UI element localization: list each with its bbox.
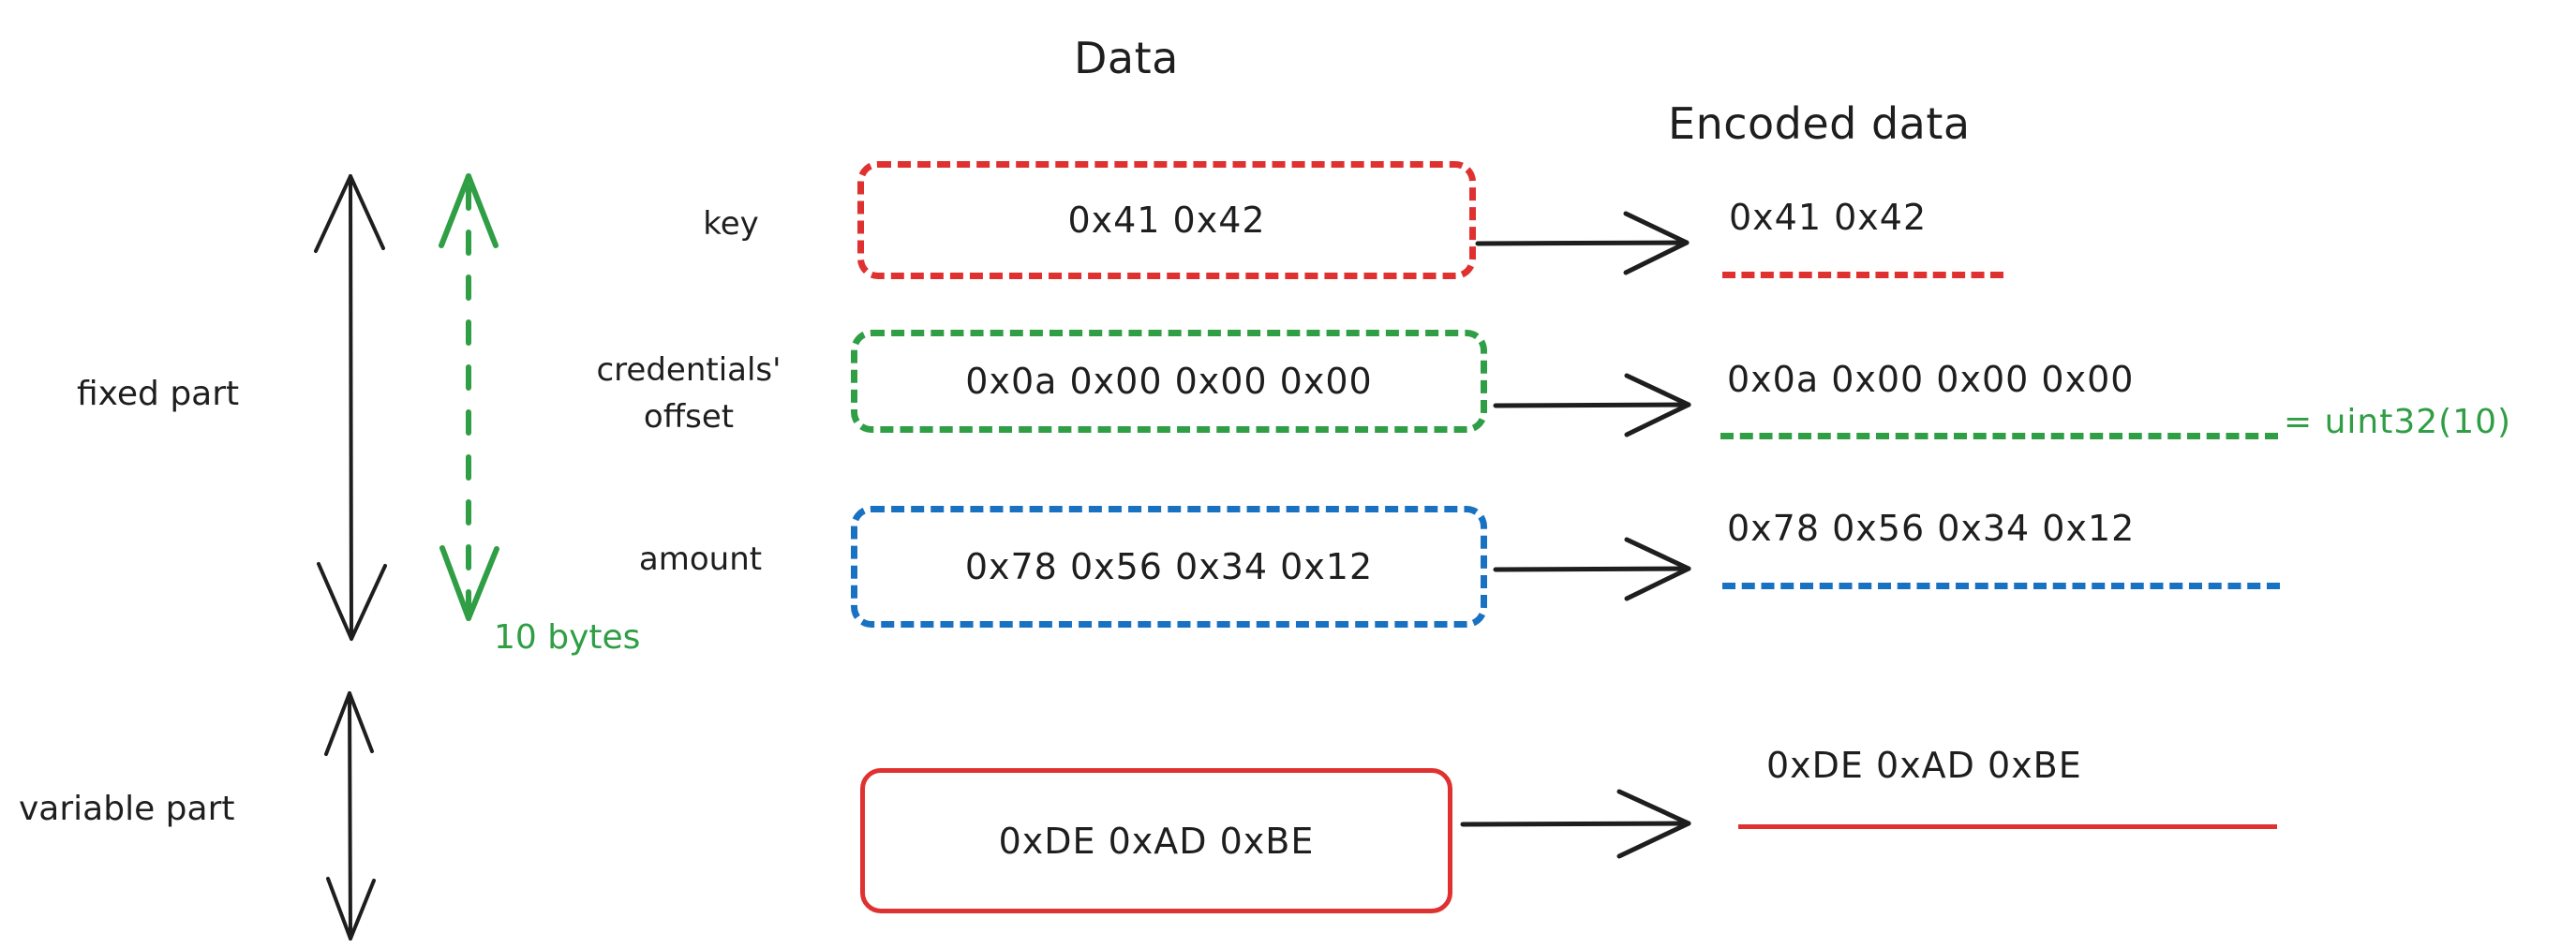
data-box-variable-border — [860, 768, 1452, 913]
encoded-annotation-uint32: = uint32(10) — [2284, 403, 2512, 441]
encoded-underline-variable — [1738, 824, 2277, 829]
byte-span-arrow-icon — [439, 173, 499, 621]
encoded-underline-amount — [1722, 583, 2280, 589]
encoded-value-amount: 0x78 0x56 0x34 0x12 — [1727, 508, 2136, 549]
data-box-amount: 0x78 0x56 0x34 0x12 — [851, 506, 1487, 628]
heading-encoded-data: Encoded data — [1668, 98, 1971, 149]
data-box-credentials-offset-border — [851, 330, 1487, 433]
field-label-key: key — [703, 205, 759, 243]
encoded-underline-credentials-offset — [1720, 433, 2278, 439]
label-variable-part: variable part — [19, 790, 235, 828]
encode-arrow-icon-amount — [1493, 537, 1691, 601]
variable-part-arrow-icon — [324, 691, 376, 941]
field-label-credentials-offset-line2: offset — [643, 398, 735, 436]
data-box-amount-border — [851, 506, 1487, 628]
data-box-credentials-offset: 0x0a 0x00 0x00 0x00 — [851, 330, 1487, 433]
data-box-variable-value: 0xDE 0xAD 0xBE — [998, 820, 1315, 862]
heading-data: Data — [1074, 33, 1179, 83]
field-label-credentials-offset-line1: credentials' — [596, 351, 782, 389]
encode-arrow-icon-variable — [1460, 789, 1691, 859]
data-box-variable: 0xDE 0xAD 0xBE — [860, 768, 1452, 913]
data-box-key: 0x41 0x42 — [857, 161, 1476, 279]
label-byte-count: 10 bytes — [494, 618, 641, 657]
data-box-credentials-offset-value: 0x0a 0x00 0x00 0x00 — [965, 361, 1373, 402]
encoded-value-key: 0x41 0x42 — [1729, 197, 1928, 238]
data-box-amount-value: 0x78 0x56 0x34 0x12 — [964, 546, 1374, 587]
fixed-part-arrow-icon — [314, 174, 387, 641]
encoded-value-credentials-offset: 0x0a 0x00 0x00 0x00 — [1727, 359, 2135, 400]
field-label-amount: amount — [638, 541, 763, 578]
encoded-value-variable: 0xDE 0xAD 0xBE — [1766, 745, 2082, 786]
encode-arrow-icon-key — [1475, 211, 1690, 275]
encode-arrow-icon-credentials-offset — [1493, 373, 1691, 437]
label-fixed-part: fixed part — [77, 375, 240, 413]
data-box-key-border — [857, 161, 1476, 279]
data-box-key-value: 0x41 0x42 — [1067, 200, 1266, 241]
encoded-underline-key — [1722, 272, 2003, 278]
